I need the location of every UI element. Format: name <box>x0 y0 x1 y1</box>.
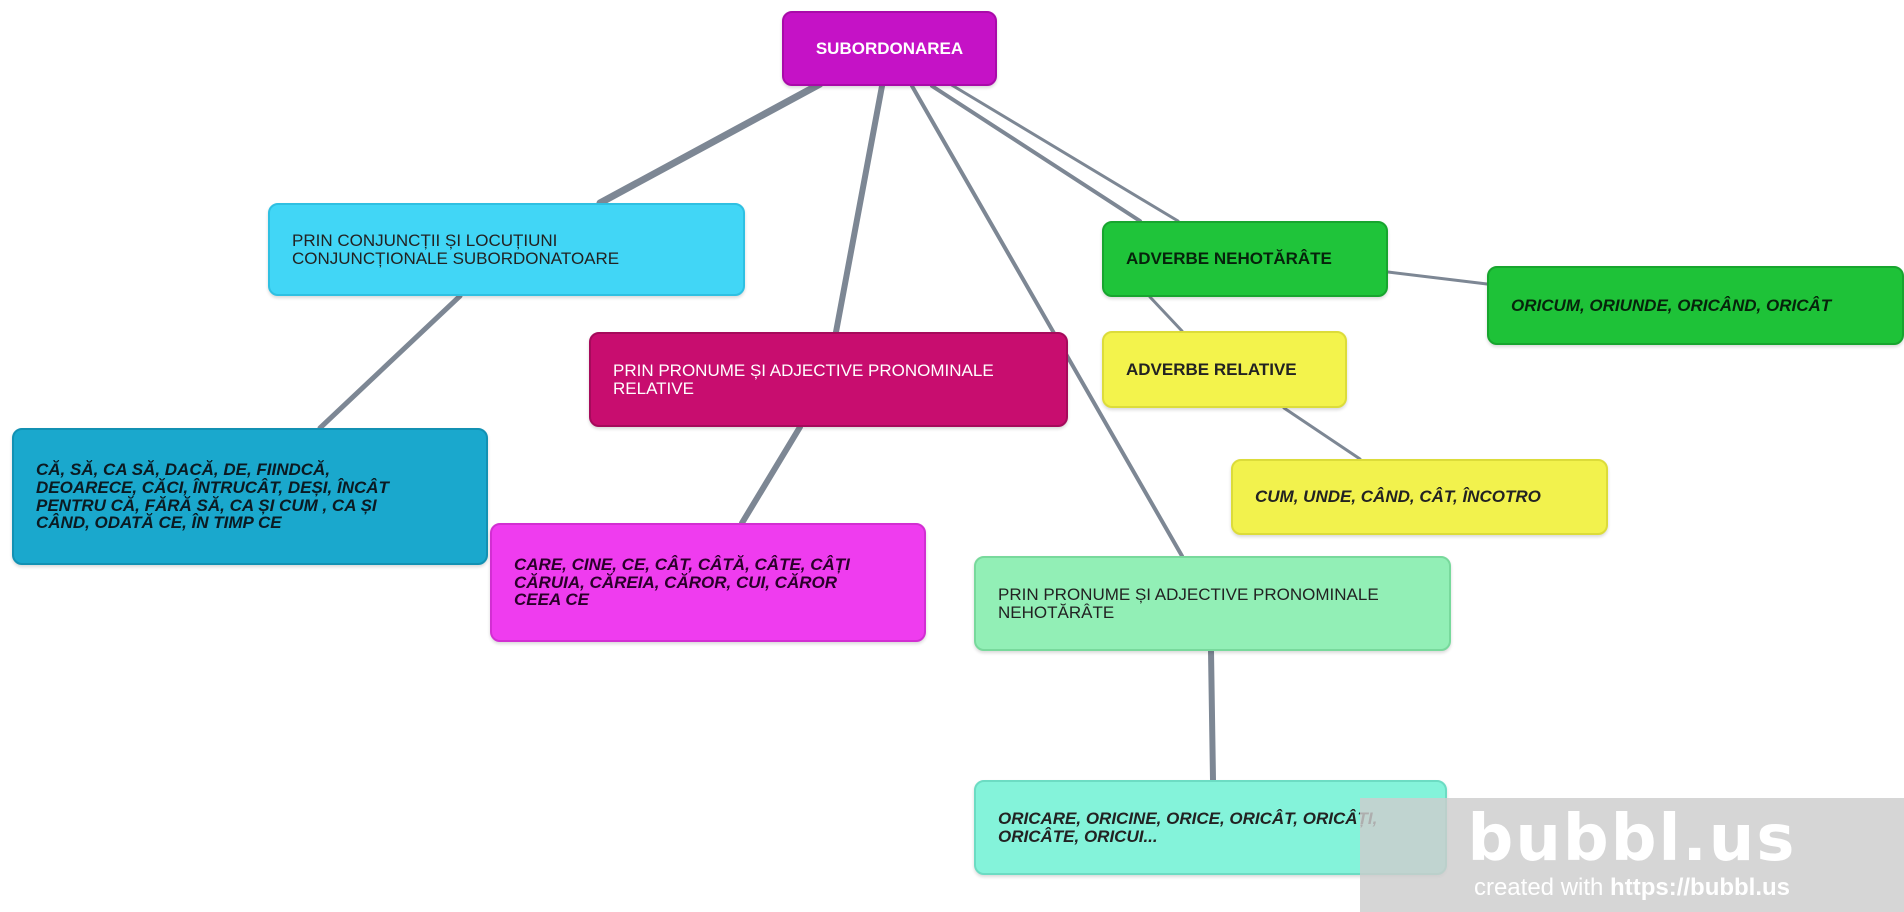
node-conjunctii-examples-label: CĂ, SĂ, CA SĂ, DACĂ, DE, FIINDCĂ, DEOARE… <box>36 459 389 533</box>
node-pronume-relative-examples[interactable]: CARE, CINE, CE, CÂT, CÂTĂ, CÂTE, CÂȚI CĂ… <box>490 523 926 642</box>
link-conjunctii-examples <box>317 293 463 431</box>
link-adverbe-relative-trunk <box>1148 295 1184 333</box>
root-node-subordonarea[interactable]: SUBORDONAREA <box>782 11 997 86</box>
node-adverbe-nehotarate-examples-label: ORICUM, ORIUNDE, ORICÂND, ORICÂT <box>1511 295 1832 315</box>
link-adverbe-nehotarate-examples <box>1386 270 1489 286</box>
bubblus-watermark: bubbl.us created with https://bubbl.us <box>1360 798 1904 912</box>
link-root-pronume-relative <box>833 83 885 335</box>
node-adverbe-relative[interactable]: ADVERBE RELATIVE <box>1102 331 1347 408</box>
node-adverbe-relative-label: ADVERBE RELATIVE <box>1126 359 1297 379</box>
node-adverbe-relative-examples-label: CUM, UNDE, CÂND, CÂT, ÎNCOTRO <box>1255 487 1541 507</box>
node-conjunctii-locutiuni[interactable]: PRIN CONJUNCȚII ȘI LOCUȚIUNI CONJUNCȚION… <box>268 203 745 296</box>
root-node-label: SUBORDONAREA <box>815 38 964 58</box>
node-adverbe-relative-examples[interactable]: CUM, UNDE, CÂND, CÂT, ÎNCOTRO <box>1231 459 1608 535</box>
link-root-adverbe-relative <box>948 82 1180 223</box>
node-pronume-nehotarate-label: PRIN PRONUME ȘI ADJECTIVE PRONOMINALE NE… <box>998 584 1379 622</box>
watermark-created-with: created with <box>1473 874 1604 901</box>
link-root-pronume-nehotarate <box>910 84 1184 558</box>
node-adverbe-nehotarate[interactable]: ADVERBE NEHOTĂRÂTE <box>1102 221 1388 297</box>
watermark-caption: created with https://bubbl.us <box>1360 874 1904 902</box>
node-pronume-relative-label: PRIN PRONUME ȘI ADJECTIVE PRONOMINALE RE… <box>613 360 994 398</box>
node-pronume-nehotarate-examples-label: ORICARE, ORICINE, ORICE, ORICÂT, ORICÂȚI… <box>998 808 1378 846</box>
link-root-conjunctii <box>596 80 824 207</box>
link-adverbe-relative-examples <box>1282 406 1362 461</box>
node-pronume-relative[interactable]: PRIN PRONUME ȘI ADJECTIVE PRONOMINALE RE… <box>589 332 1068 427</box>
node-pronume-nehotarate[interactable]: PRIN PRONUME ȘI ADJECTIVE PRONOMINALE NE… <box>974 556 1451 651</box>
link-pronume-nehotarate-examples <box>1208 648 1216 783</box>
node-pronume-relative-examples-label: CARE, CINE, CE, CÂT, CÂTĂ, CÂTE, CÂȚI CĂ… <box>514 554 850 610</box>
bubblus-logo: bubbl.us <box>1467 802 1797 876</box>
link-root-adverbe-nehotarate <box>930 84 1142 223</box>
node-conjunctii-examples[interactable]: CĂ, SĂ, CA SĂ, DACĂ, DE, FIINDCĂ, DEOARE… <box>12 428 488 565</box>
node-conjunctii-label: PRIN CONJUNCȚII ȘI LOCUȚIUNI CONJUNCȚION… <box>292 230 620 268</box>
node-adverbe-nehotarate-label: ADVERBE NEHOTĂRÂTE <box>1126 249 1332 269</box>
node-adverbe-nehotarate-examples[interactable]: ORICUM, ORIUNDE, ORICÂND, ORICÂT <box>1487 266 1904 345</box>
watermark-url[interactable]: https://bubbl.us <box>1610 874 1791 901</box>
link-pronume-relative-examples <box>739 424 803 526</box>
